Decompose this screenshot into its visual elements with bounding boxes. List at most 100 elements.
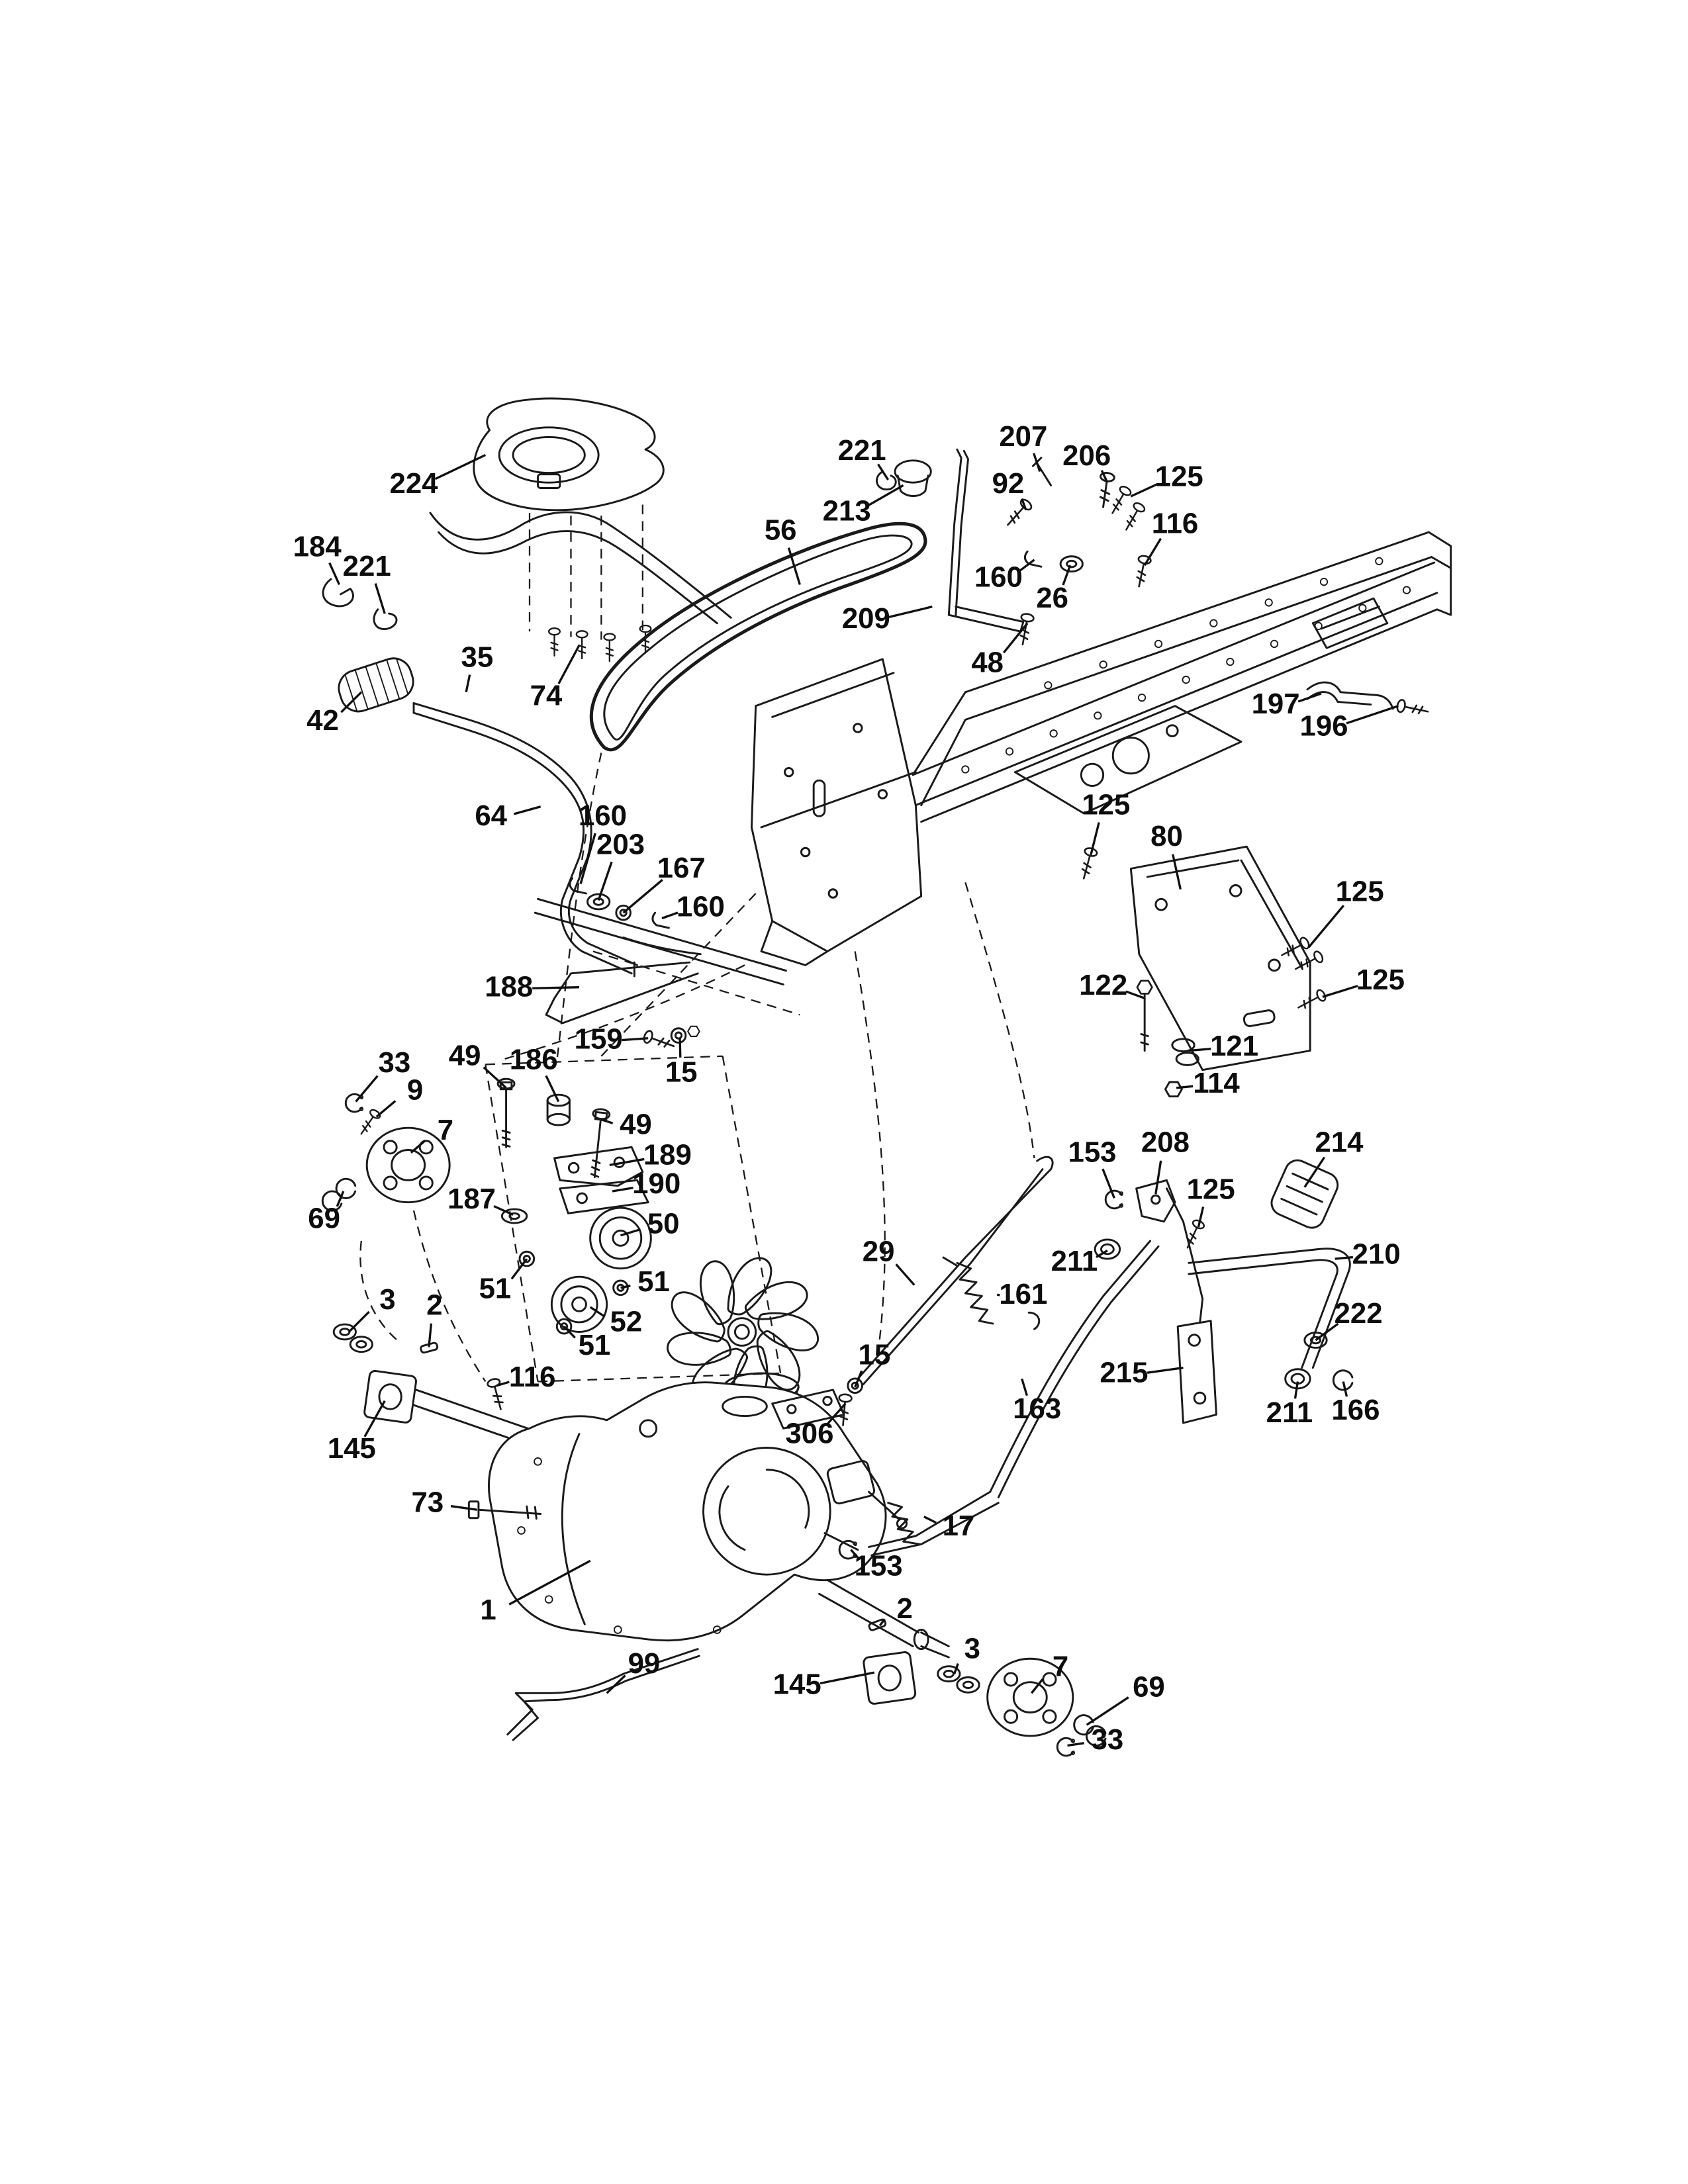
leader-line-160-28 [579,833,596,884]
leader-line-51-49 [563,1326,576,1339]
rod-197-art [1306,681,1394,710]
leader-line-184-1 [328,562,341,586]
frame-art [750,531,1452,966]
part-callout-186-40: 186 [510,1044,558,1076]
lift-shaft-art [534,897,800,1024]
leader-line-153-67 [1102,1168,1115,1199]
leader-line-52-48 [589,1306,606,1318]
part-callout-69-61: 69 [1133,1671,1165,1704]
screw-196-icon [1395,698,1430,719]
clip-160c-icon [651,911,670,929]
leader-line-2-51 [428,1323,433,1347]
part-callout-163-77: 163 [1013,1392,1061,1425]
part-callout-160-16: 160 [974,561,1023,594]
leader-line-125-69 [1197,1206,1205,1228]
part-callout-125-69: 125 [1187,1173,1235,1206]
leader-line-7-60 [1031,1678,1044,1694]
leader-line-73-54 [450,1505,478,1511]
part-callout-160-31: 160 [677,890,725,923]
clip-153a-icon [1104,1189,1124,1210]
part-callout-161-66: 161 [999,1278,1047,1310]
leader-line-159-33 [622,1037,649,1042]
part-callout-122-25: 122 [1079,969,1127,1001]
leader-line-221-8 [877,463,890,480]
part-callout-92-12: 92 [992,467,1025,500]
part-callout-189-42: 189 [643,1138,692,1171]
part-callout-3-59: 3 [964,1632,980,1664]
part-callout-215-73: 215 [1100,1357,1148,1389]
leader-line-222-74 [1315,1322,1339,1342]
leader-line-33-62 [1067,1742,1084,1747]
leader-line-209-10 [888,606,933,619]
leader-line-50-45 [620,1228,641,1237]
leader-line-188-32 [532,986,580,989]
leader-line-9-36 [375,1100,397,1118]
leader-line-211-75 [1293,1381,1299,1399]
leader-line-51-47 [620,1285,631,1289]
part-callout-2-58: 2 [896,1592,912,1625]
part-callout-206-13: 206 [1062,439,1111,472]
transaxle-art [363,1370,950,1659]
leader-line-1-55 [508,1559,591,1606]
axle-coupler-right-art [863,1618,1107,1757]
shift-lever-art [876,448,1025,633]
part-callout-213-9: 213 [823,495,871,527]
part-callout-306-63: 306 [785,1417,833,1449]
leader-line-153-79 [850,1549,860,1560]
part-callout-210-72: 210 [1352,1238,1401,1270]
part-callout-7-37: 7 [438,1114,453,1146]
leader-line-160-16 [1018,559,1035,572]
part-callout-197-19: 197 [1252,688,1300,720]
screw-125b-icon [1076,846,1099,882]
part-callout-29-65: 29 [863,1235,895,1267]
part-callout-167-30: 167 [657,852,706,884]
bracket-80-art [1129,845,1311,1071]
part-callout-188-32: 188 [485,970,533,1003]
part-callout-153-67: 153 [1068,1136,1117,1168]
part-callout-7-60: 7 [1053,1650,1068,1682]
part-callout-125-21: 125 [1082,788,1130,821]
part-callout-184-1: 184 [293,531,342,563]
leader-line-214-70 [1303,1156,1326,1188]
screw-74c-icon [603,633,616,662]
part-callout-114-27: 114 [1193,1067,1240,1099]
clutch-brake-rods-art [823,1156,1160,1557]
part-callout-42-3: 42 [306,704,339,737]
nut-114-icon [1164,1081,1183,1098]
clip-221-left-art [373,608,398,630]
part-callout-51-46: 51 [479,1273,512,1305]
leader-line-213-9 [867,484,904,507]
part-callout-50-45: 50 [647,1208,680,1240]
bolt-122-art [1136,979,1153,1052]
leader-line-114-27 [1176,1085,1194,1089]
part-callout-196-20: 196 [1299,710,1348,743]
part-callout-56-7: 56 [765,514,797,547]
leader-line-210-72 [1335,1255,1353,1260]
part-callout-159-33: 159 [575,1023,623,1055]
part-callout-221-8: 221 [838,434,886,467]
leader-line-207-11 [1033,453,1041,473]
part-callout-224-0: 224 [390,467,439,500]
leader-line-42-3 [340,691,363,713]
leader-line-64-6 [513,805,541,815]
part-callout-222-74: 222 [1335,1297,1383,1330]
leader-line-306-63 [826,1402,847,1426]
part-callout-64-6: 64 [475,799,507,832]
part-callout-209-10: 209 [842,602,890,635]
axle-coupler-left-art [365,1126,451,1204]
leader-line-48-18 [1002,622,1029,654]
screw-125a2-icon [1120,500,1147,534]
part-callout-207-11: 207 [999,420,1047,453]
leader-line-56-7 [787,547,801,585]
part-callout-190-43: 190 [632,1167,680,1200]
part-callout-203-29: 203 [596,829,645,861]
leader-line-26-17 [1062,565,1072,586]
screw-92-icon [1002,496,1035,530]
nut-15a-icon [687,1025,700,1037]
leader-line-69-38 [336,1191,345,1207]
part-callout-26-17: 26 [1036,582,1068,614]
part-callout-48-18: 48 [971,647,1004,679]
part-callout-187-44: 187 [447,1183,496,1215]
leader-line-116-52 [496,1381,510,1387]
